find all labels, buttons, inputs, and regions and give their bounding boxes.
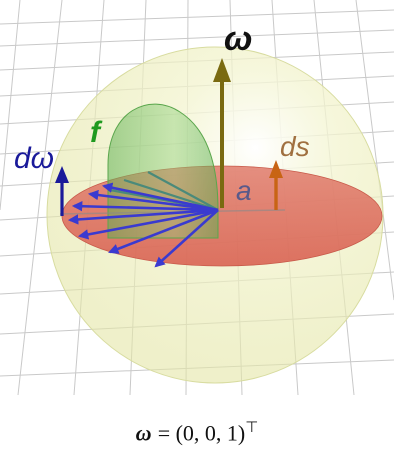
omega-arrow xyxy=(213,58,231,208)
domega-vector-fan xyxy=(67,182,219,268)
caption: ω = (0, 0, 1)⊤ xyxy=(0,418,394,446)
domega-label: dω xyxy=(14,142,54,175)
domega-arrow xyxy=(55,166,69,216)
ds-label: ds xyxy=(280,131,310,162)
omega-label: ω xyxy=(224,20,252,58)
caption-equals-value: = (0, 0, 1) xyxy=(157,420,246,446)
a-label: a xyxy=(236,175,252,206)
f-label: f xyxy=(90,116,103,149)
caption-omega-symbol: ω xyxy=(135,420,152,446)
caption-transpose: ⊤ xyxy=(245,420,259,436)
ds-arrow xyxy=(269,160,283,210)
